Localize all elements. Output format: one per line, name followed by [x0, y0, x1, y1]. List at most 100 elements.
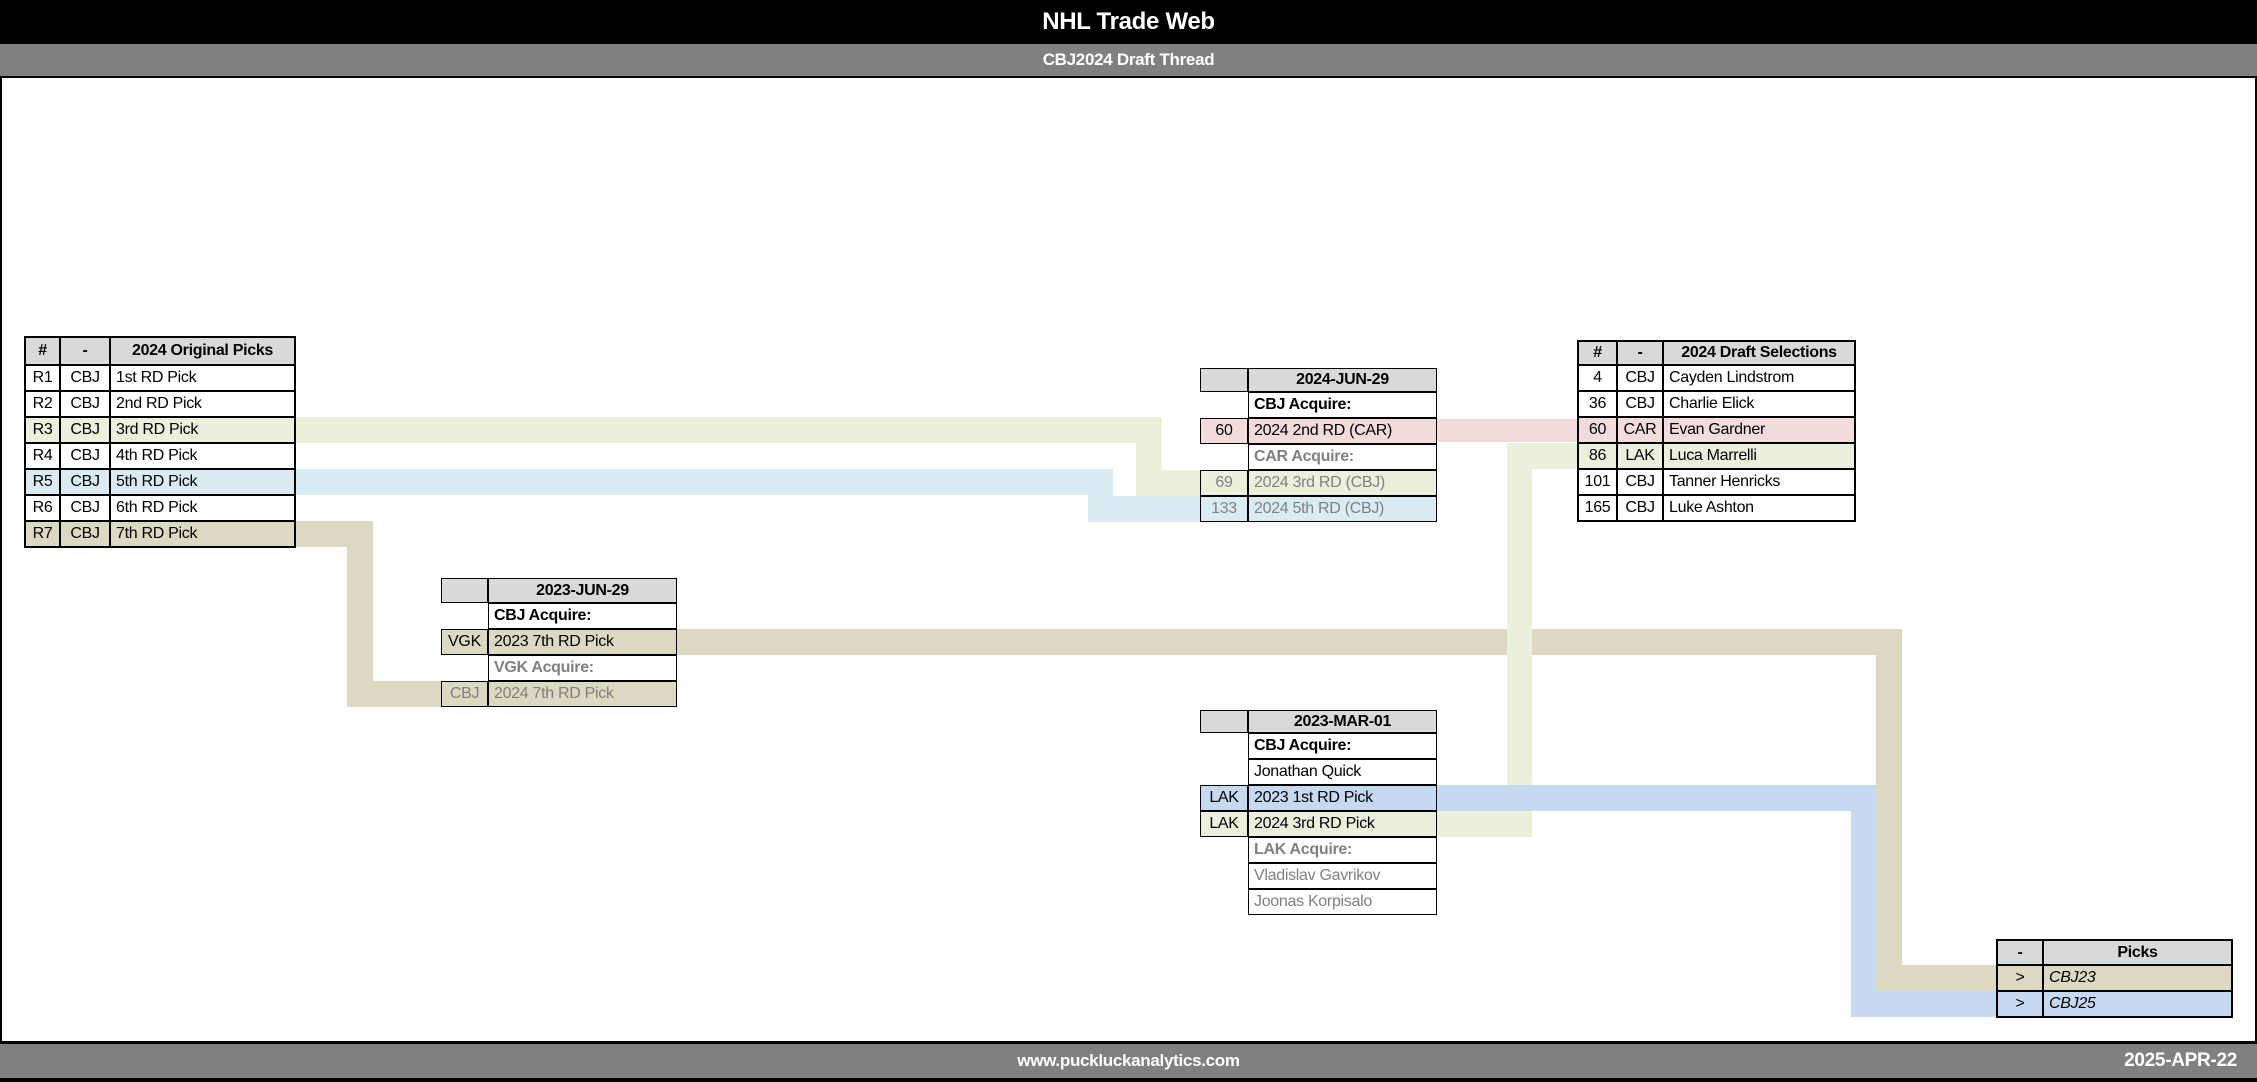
connector-lak1st-to-cbj25-h1 — [1437, 785, 1876, 811]
table-row: R3 CBJ 3rd RD Pick — [25, 417, 295, 443]
table-title: 2024 Draft Selections — [1663, 341, 1855, 365]
table-row: Joonas Korpisalo — [1200, 889, 1437, 915]
pick-team: CBJ — [60, 495, 110, 521]
pick-number: 69 — [1200, 470, 1248, 496]
table-row: VGK 2023 7th RD Pick — [441, 629, 677, 655]
pick-team: CBJ — [60, 365, 110, 391]
column-header: # — [25, 337, 60, 365]
pick-desc: 5th RD Pick — [110, 469, 295, 495]
pick-round: R5 — [25, 469, 60, 495]
table-row: 36 CBJ Charlie Elick — [1578, 391, 1855, 417]
picks-table: - Picks > CBJ23 > CBJ25 — [1997, 940, 2232, 1017]
pick-desc: 2nd RD Pick — [110, 391, 295, 417]
table-row: VGK Acquire: — [441, 655, 677, 681]
table-row: LAK Acquire: — [1200, 837, 1437, 863]
table-row: > CBJ25 — [1997, 991, 2232, 1017]
asset-team: LAK — [1200, 785, 1248, 811]
pick-round: R2 — [25, 391, 60, 417]
pick-round: R3 — [25, 417, 60, 443]
column-header: # — [1578, 341, 1617, 365]
player-name: Luca Marrelli — [1663, 443, 1855, 469]
pick-team: CBJ — [1617, 391, 1663, 417]
blank-cell — [1200, 733, 1248, 759]
table-row: 133 2024 5th RD (CBJ) — [1200, 496, 1437, 522]
asset-desc: 2024 2nd RD (CAR) — [1248, 418, 1437, 444]
connector-lak3rd-to-marrelli-h2 — [1437, 811, 1507, 837]
pick-number: 101 — [1578, 469, 1617, 495]
blank-cell — [1200, 863, 1248, 889]
pick-desc: 7th RD Pick — [110, 521, 295, 547]
table-row: 165 CBJ Luke Ashton — [1578, 495, 1855, 521]
date-label: 2025-APR-22 — [2124, 1050, 2237, 1071]
table-row: CBJ Acquire: — [1200, 733, 1437, 759]
header-blank-cell — [1200, 368, 1248, 392]
blank-cell — [441, 603, 488, 629]
pick-link: CBJ25 — [2043, 991, 2232, 1017]
draft-selections-table: # - 2024 Draft Selections 4 CBJ Cayden L… — [1578, 341, 1855, 521]
arrow-cell: > — [1997, 991, 2043, 1017]
pick-team: CBJ — [1617, 469, 1663, 495]
connector-vgk7th-to-cbj23-h1 — [677, 629, 1902, 655]
connector-pick60-to-gardner — [1437, 419, 1578, 442]
pick-round: R6 — [25, 495, 60, 521]
table-row: 86 LAK Luca Marrelli — [1578, 443, 1855, 469]
pick-number: 165 — [1578, 495, 1617, 521]
player-name: Jonathan Quick — [1248, 759, 1437, 785]
column-header: - — [60, 337, 110, 365]
connector-lak3rd-to-marrelli-h1 — [1532, 443, 1578, 469]
pick-team: CBJ — [1617, 495, 1663, 521]
sheet-left-edge — [0, 78, 2, 1041]
table-row: CBJ Acquire: — [1200, 392, 1437, 418]
player-name: Vladislav Gavrikov — [1248, 863, 1437, 889]
arrow-cell: > — [1997, 965, 2043, 991]
connector-r3-to-pick69-h2 — [1136, 470, 1200, 496]
acquire-label: VGK Acquire: — [488, 655, 677, 681]
pick-team: CBJ — [60, 521, 110, 547]
asset-desc: 2024 5th RD (CBJ) — [1248, 496, 1437, 522]
blank-cell — [1200, 889, 1248, 915]
pick-team: CAR — [1617, 417, 1663, 443]
header-blank-cell — [1200, 710, 1248, 733]
blank-cell — [1200, 392, 1248, 418]
trade-date: 2023-MAR-01 — [1248, 710, 1437, 733]
connector-vgk7th-to-cbj23-v — [1876, 629, 1902, 991]
table-row: CAR Acquire: — [1200, 444, 1437, 470]
table-title: 2024 Original Picks — [110, 337, 295, 365]
sheet-right-edge — [2255, 78, 2257, 1041]
player-name: Charlie Elick — [1663, 391, 1855, 417]
trade-2024-jun29-table: 2024-JUN-29 CBJ Acquire: 60 2024 2nd RD … — [1200, 368, 1437, 522]
pick-team: CBJ — [60, 469, 110, 495]
pick-desc: 3rd RD Pick — [110, 417, 295, 443]
pick-desc: 6th RD Pick — [110, 495, 295, 521]
table-row: 60 CAR Evan Gardner — [1578, 417, 1855, 443]
table-row: R2 CBJ 2nd RD Pick — [25, 391, 295, 417]
table-row: LAK 2024 3rd RD Pick — [1200, 811, 1437, 837]
table-row: 60 2024 2nd RD (CAR) — [1200, 418, 1437, 444]
connector-lak3rd-to-marrelli-v — [1507, 443, 1532, 837]
pick-team: CBJ — [1617, 365, 1663, 391]
player-name: Evan Gardner — [1663, 417, 1855, 443]
player-name: Luke Ashton — [1663, 495, 1855, 521]
asset-desc: 2023 7th RD Pick — [488, 629, 677, 655]
table-row: Vladislav Gavrikov — [1200, 863, 1437, 889]
asset-team: CBJ — [441, 681, 488, 707]
table-title: Picks — [2043, 940, 2232, 965]
table-row: R1 CBJ 1st RD Pick — [25, 365, 295, 391]
table-row: R7 CBJ 7th RD Pick — [25, 521, 295, 547]
connector-lak1st-to-cbj25-v — [1851, 785, 1876, 1017]
connector-r7-to-vgk-h2 — [347, 681, 441, 707]
header-blank-cell — [441, 578, 488, 603]
table-row: 4 CBJ Cayden Lindstrom — [1578, 365, 1855, 391]
column-header: - — [1997, 940, 2043, 965]
original-picks-table: # - 2024 Original Picks R1 CBJ 1st RD Pi… — [25, 337, 295, 547]
blank-cell — [1200, 444, 1248, 470]
trade-2023-mar01-table: 2023-MAR-01 CBJ Acquire: Jonathan Quick … — [1200, 710, 1437, 915]
pick-team: LAK — [1617, 443, 1663, 469]
trade-date: 2024-JUN-29 — [1248, 368, 1437, 392]
trade-date: 2023-JUN-29 — [488, 578, 677, 603]
acquire-label: CBJ Acquire: — [488, 603, 677, 629]
asset-desc: 2023 1st RD Pick — [1248, 785, 1437, 811]
footer-bar: www.puckluckanalytics.com 2025-APR-22 — [0, 1041, 2257, 1082]
blank-cell — [1200, 759, 1248, 785]
page-subtitle: CBJ2024 Draft Thread — [1042, 50, 1215, 69]
